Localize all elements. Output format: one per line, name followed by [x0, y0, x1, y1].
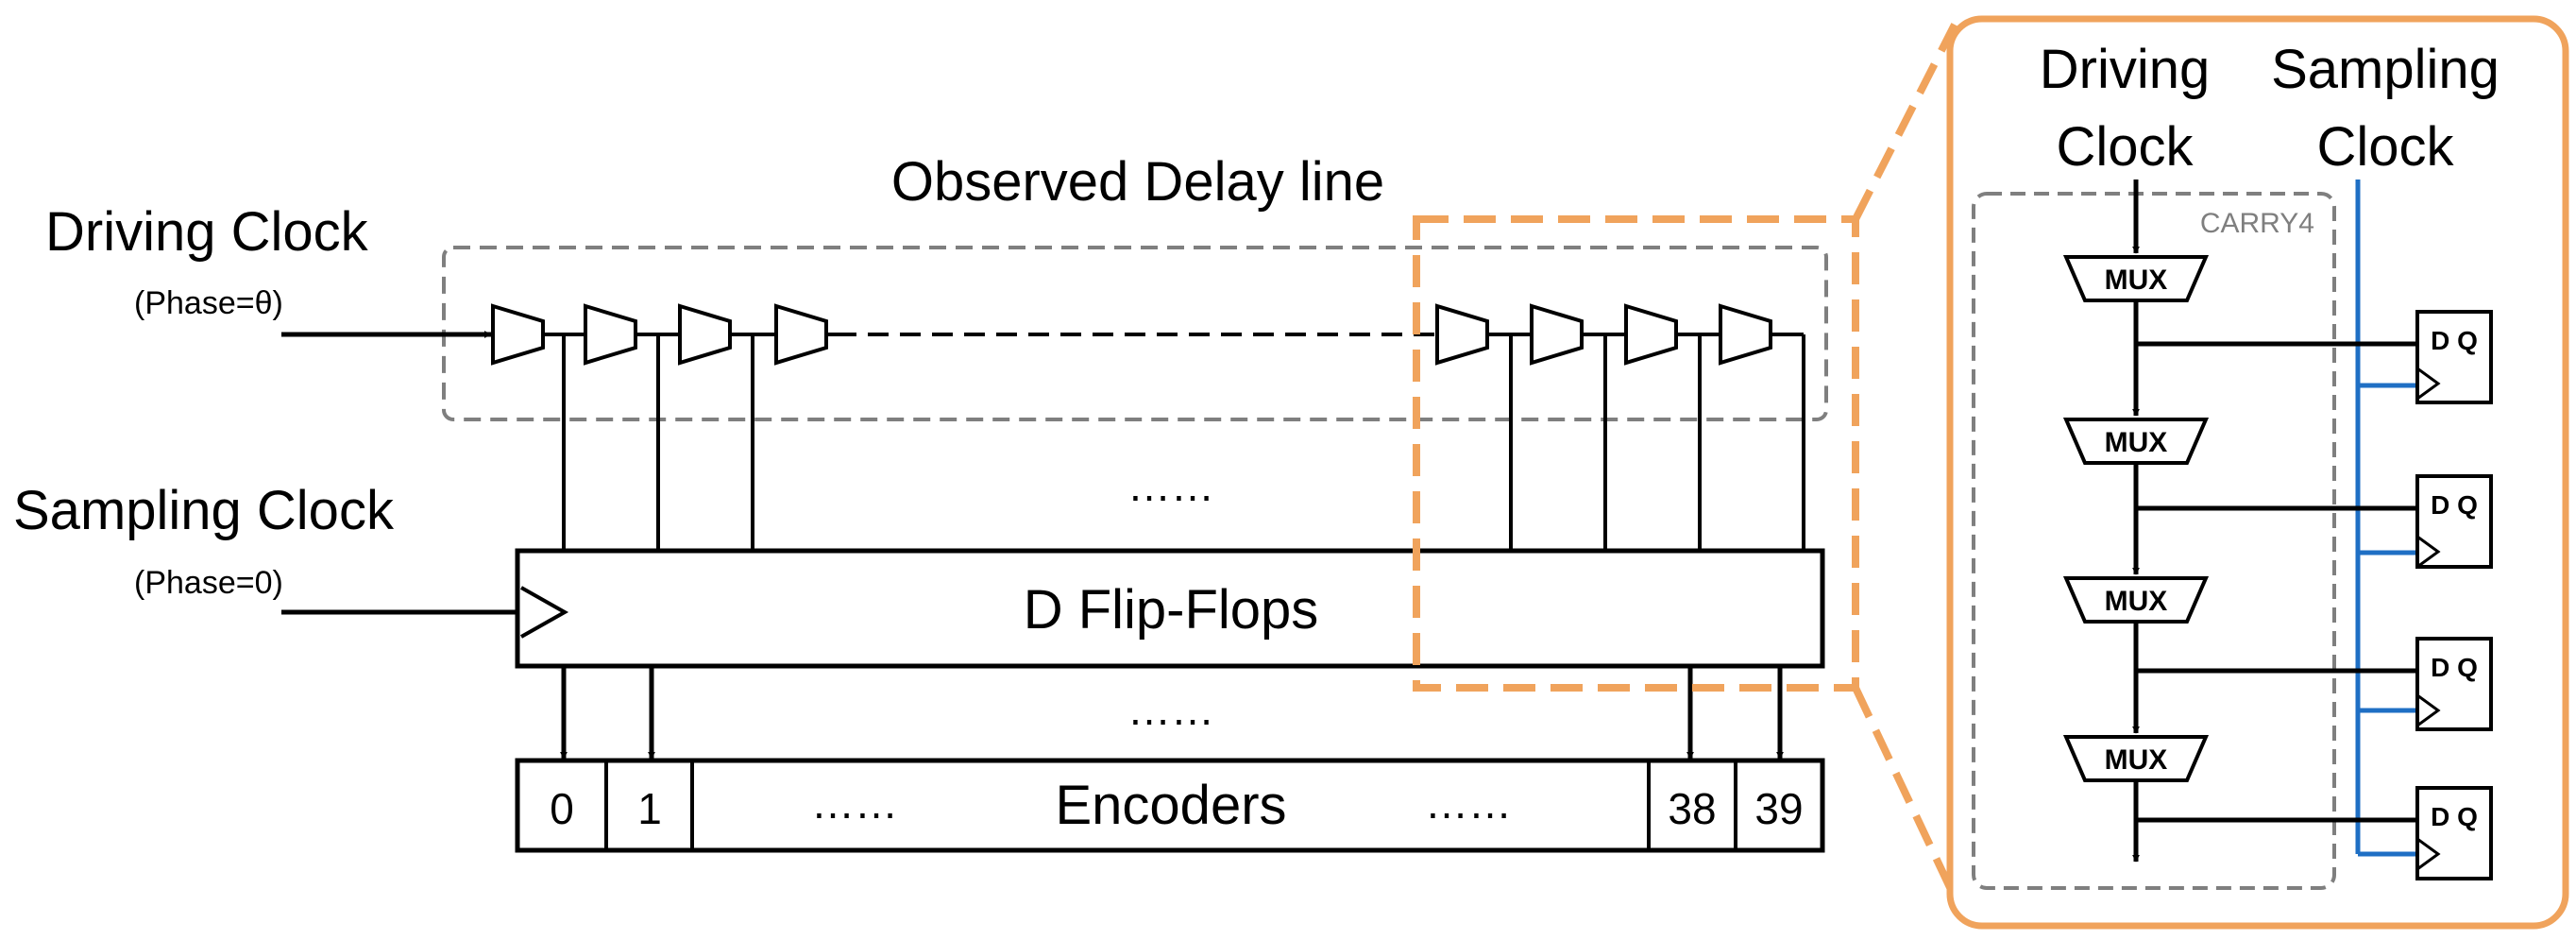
- middle-ellipsis: ……: [1127, 461, 1214, 510]
- encoders-block: [515, 758, 1825, 853]
- buffer-2: [584, 303, 637, 366]
- dff-block: [515, 548, 1825, 669]
- ff-1-label: D Q: [2431, 326, 2478, 355]
- encoders-ellipsis-left: ……: [811, 778, 898, 828]
- sampling-clock-phase: (Phase=0): [134, 565, 283, 601]
- sampling-clock-label: Sampling Clock: [13, 480, 395, 541]
- encoder-cell-1: 1: [637, 784, 662, 833]
- mux-3: MUX: [2062, 576, 2210, 624]
- dff-output-arrows: [560, 666, 1784, 760]
- encoders-ellipsis-right: ……: [1425, 778, 1512, 828]
- sampling-clock-net: [2355, 179, 2417, 857]
- ff-3: D Q: [2415, 637, 2493, 731]
- zoom-source-box: [1413, 215, 1859, 692]
- encoder-cell-39: 39: [1754, 784, 1803, 833]
- zoom-driving-line1: Driving: [2040, 39, 2211, 100]
- ff-2-label: D Q: [2431, 490, 2478, 520]
- buffer-4: [774, 303, 828, 366]
- zoom-sampling-line2: Clock: [2316, 116, 2454, 178]
- zoom-panel: [1946, 15, 2569, 930]
- mux-2-label: MUX: [2105, 427, 2168, 458]
- carry-taps: [2136, 341, 2417, 823]
- dff-label: D Flip-Flops: [1024, 579, 1319, 641]
- buffer-37: [1435, 303, 1489, 366]
- carry4-box: [1972, 192, 2336, 890]
- mux-2: MUX: [2062, 418, 2210, 465]
- mux-4: MUX: [2062, 735, 2210, 782]
- ff-4-label: D Q: [2431, 802, 2478, 831]
- observed-delay-line-label: Observed Delay line: [891, 151, 1384, 213]
- zoom-connector-bottom: [1852, 686, 1958, 899]
- tap-wires: [562, 334, 1805, 551]
- ff-3-label: D Q: [2431, 653, 2478, 682]
- mux-1-label: MUX: [2105, 265, 2168, 296]
- zoom-sampling-line1: Sampling: [2271, 39, 2500, 100]
- lower-ellipsis: ……: [1127, 685, 1214, 734]
- zoom-connector-top: [1852, 23, 1958, 221]
- buffer-39: [1624, 303, 1678, 366]
- driving-clock-phase: (Phase=θ): [134, 285, 283, 321]
- ff-4: D Q: [2415, 786, 2493, 880]
- carry4-label: CARRY4: [2200, 208, 2314, 239]
- encoder-dividers: [604, 761, 1737, 850]
- ff-1: D Q: [2415, 310, 2493, 404]
- ff-2: D Q: [2415, 474, 2493, 569]
- dff-clock-triangle: [520, 586, 569, 639]
- encoder-cell-0: 0: [550, 784, 574, 833]
- encoders-label: Encoders: [1055, 775, 1286, 836]
- buffer-1: [491, 303, 545, 366]
- mux-3-label: MUX: [2105, 586, 2168, 617]
- driving-clock-label: Driving Clock: [45, 201, 369, 263]
- encoder-cell-38: 38: [1668, 784, 1716, 833]
- zoom-driving-line2: Clock: [2056, 116, 2194, 178]
- mux-1: MUX: [2062, 255, 2210, 302]
- buffer-40: [1719, 303, 1772, 366]
- mux-4-label: MUX: [2105, 744, 2168, 776]
- buffer-3: [678, 303, 732, 366]
- buffer-38: [1530, 303, 1584, 366]
